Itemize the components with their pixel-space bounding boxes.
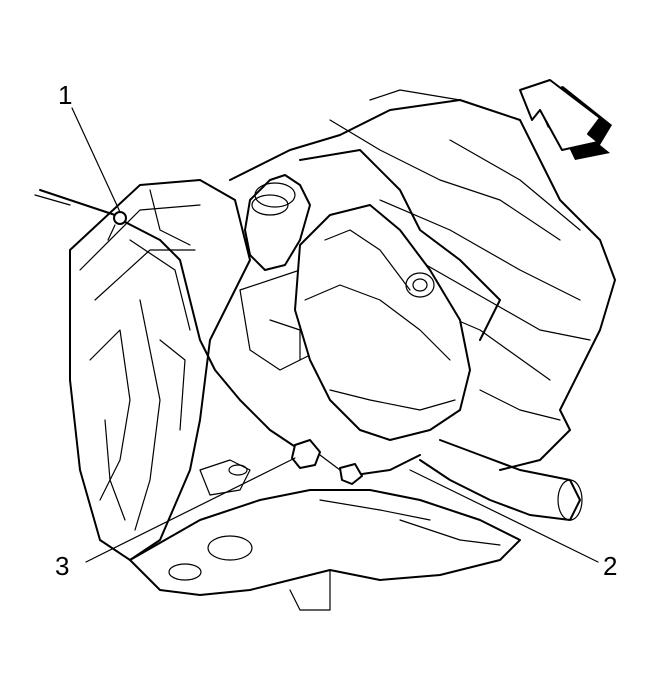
callout-label-1: 1 (58, 80, 73, 110)
front-direction-arrow-icon (519, 79, 612, 160)
callout-label-2: 2 (603, 551, 618, 581)
exhaust-pipe-front (244, 174, 311, 271)
callout-label-3: 3 (55, 551, 70, 581)
catalytic-converter (294, 204, 471, 441)
lower-crossmember (129, 459, 521, 611)
frame-rail-left (69, 179, 251, 561)
leader-lines (71, 107, 599, 563)
oxygen-sensor-harness (34, 189, 421, 485)
exhaust-pipe-rear (419, 439, 583, 521)
